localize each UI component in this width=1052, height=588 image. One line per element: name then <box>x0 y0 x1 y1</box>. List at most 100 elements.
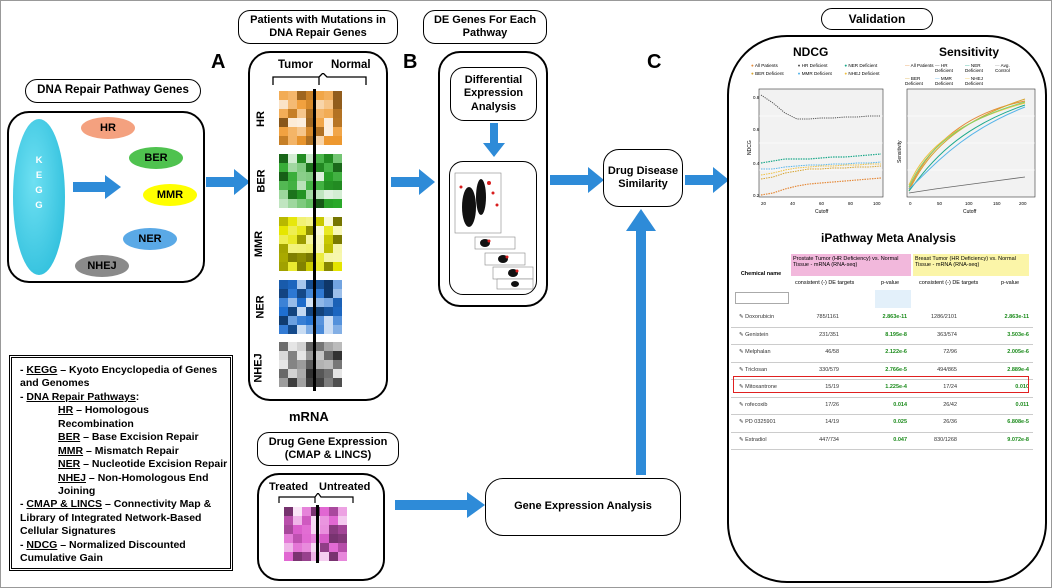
panel-letter-b: B <box>403 51 418 73</box>
sens-xtick: 0 <box>909 201 912 206</box>
heatmap-cell <box>297 262 306 271</box>
heatmap-cell <box>288 190 297 199</box>
table-cell-a: 14/19 <box>825 419 839 425</box>
table-cell-c: 1286/2101 <box>931 314 957 320</box>
heatmap-cell <box>297 351 306 360</box>
sens-legend-entry: — HR Deficient <box>935 63 953 73</box>
table-cell-name[interactable]: ✎ PD 0325901 <box>739 419 776 425</box>
heatmap-cell <box>279 199 288 208</box>
table-cell-name[interactable]: ✎ rofecoxib <box>739 401 768 408</box>
heatmap-cell <box>315 199 324 208</box>
legend-definition: – Connectivity Map & Library of Integrat… <box>20 498 212 538</box>
mrna-label: mRNA <box>289 409 329 424</box>
kegg-arrow <box>73 175 121 199</box>
heatmap-cell <box>333 378 342 387</box>
heatmap-cell <box>279 127 288 136</box>
heatmap-cell <box>279 235 288 244</box>
table-cell-name[interactable]: ✎ Melphalan <box>739 349 771 355</box>
table-cell-name[interactable]: ✎ Mitoxantrone <box>739 384 777 390</box>
table-cell-name[interactable]: ✎ Doxorubicin <box>739 314 775 320</box>
heatmap-cell <box>279 298 288 307</box>
legend-term: HR <box>58 404 74 417</box>
heatmap-cell <box>324 199 333 208</box>
heatmap-cell <box>324 307 333 316</box>
chemical-filter-input[interactable] <box>735 292 789 304</box>
heatmap-cell <box>324 244 333 253</box>
heatmap-cell <box>315 369 324 378</box>
heatmap-cell <box>293 516 302 525</box>
arrow-genes-to-patients <box>206 169 250 195</box>
volcano-plot-stack <box>454 172 534 290</box>
ndcg-ytick: 0.6 <box>753 127 760 132</box>
heatmap-cell <box>279 100 288 109</box>
heatmap-cell <box>306 154 315 163</box>
meta-analysis-title: iPathway Meta Analysis <box>821 231 956 245</box>
legend-definition: – Non-Homologous End Joining <box>58 471 209 497</box>
heatmap-cell <box>297 298 306 307</box>
legend-definition: – Kyoto Encyclopedia of Genes and Genome… <box>20 364 218 390</box>
normal-label: Normal <box>331 59 371 71</box>
heatmap-cell <box>333 280 342 289</box>
heatmap-cell <box>333 235 342 244</box>
heatmap-cell <box>333 172 342 181</box>
arrow-drug-to-expr <box>395 492 485 518</box>
heatmap-cell <box>324 316 333 325</box>
heatmap-cell <box>306 163 315 172</box>
heatmap-cell <box>288 100 297 109</box>
heatmap-cell <box>302 516 311 525</box>
heatmap-cell <box>288 325 297 334</box>
heatmap-cell <box>279 181 288 190</box>
tumor-normal-brace <box>272 73 367 85</box>
table-cell-name[interactable]: ✎ Estradiol <box>739 436 767 443</box>
heatmap-cell <box>324 172 333 181</box>
legend-term: KEGG <box>26 364 58 376</box>
heatmap-cell <box>315 172 324 181</box>
heatmap-cell <box>288 280 297 289</box>
heatmap-cell <box>288 342 297 351</box>
heatmap-ner <box>279 280 342 334</box>
heatmap-cell <box>315 181 324 190</box>
de-analysis-box: Differential Expression Analysis <box>450 67 537 121</box>
heatmap-cell <box>333 316 342 325</box>
heatmap-cell <box>279 136 288 145</box>
meta-analysis-table: Chemical name Prostate Tumor (HR Deficie… <box>731 254 1033 466</box>
heatmap-cell <box>306 369 315 378</box>
heatmap-cell <box>288 378 297 387</box>
heatmap-cell <box>324 181 333 190</box>
pvalue-sort-highlight <box>875 290 911 308</box>
legend-entry-cmap: - CMAP & LINCS – Connectivity Map & Libr… <box>20 498 212 538</box>
heatmap-cell <box>288 181 297 190</box>
arrow-similarity-to-validation <box>685 167 729 193</box>
legend-term: MMR <box>58 444 84 457</box>
heatmap-cell <box>311 525 320 534</box>
table-cell-name[interactable]: ✎ Triclosan <box>739 366 768 373</box>
heatmap-cell <box>324 127 333 136</box>
panel-letter-a: A <box>211 51 226 73</box>
heatmap-cell <box>306 307 315 316</box>
table-cell-name[interactable]: ✎ Genistein <box>739 331 769 338</box>
ndcg-legend-entry: ● BER Deficient <box>751 71 784 76</box>
heatmap-cell <box>306 253 315 262</box>
heatmap-cell <box>297 127 306 136</box>
heatmap-cell <box>279 280 288 289</box>
heatmap-cell <box>306 262 315 271</box>
heatmap-cell <box>306 280 315 289</box>
panel-letter-c: C <box>647 51 662 73</box>
heatmap-cell <box>311 534 320 543</box>
heatmap-cell <box>320 516 329 525</box>
table-cell-d: 6.808e-5 <box>1007 419 1029 425</box>
heatmap-cell <box>306 118 315 127</box>
heatmap-cell <box>324 342 333 351</box>
disk-mmr: MMR <box>143 184 197 206</box>
heatmap-cell <box>297 226 306 235</box>
ndcg-ylabel: NDCG <box>747 140 753 155</box>
heatmap-cell <box>324 217 333 226</box>
heatmap-cell <box>297 316 306 325</box>
heatmap-cell <box>284 507 293 516</box>
heatmap-cell <box>315 163 324 172</box>
legend-entry-pathways: - DNA Repair Pathways: <box>20 390 140 403</box>
